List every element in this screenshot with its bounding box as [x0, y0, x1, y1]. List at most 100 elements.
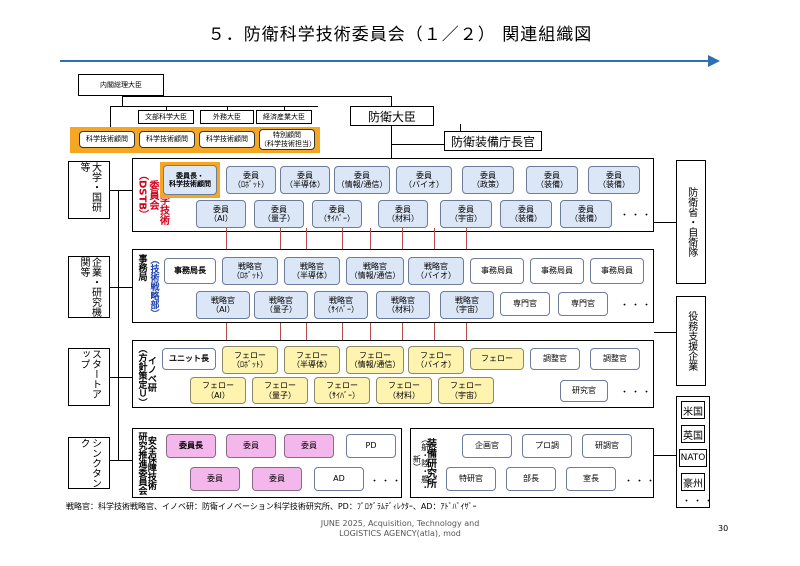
connector — [122, 96, 392, 97]
page-number: 30 — [718, 524, 729, 533]
security-chair: 委員長 — [166, 434, 216, 458]
specialist: 専門官 — [558, 292, 608, 316]
dstb-member: 委員 （情報/通信） — [334, 166, 390, 194]
research-coordinator: 研調官 — [582, 434, 632, 458]
dstb-member: 委員 （ｻｲﾊﾞｰ） — [312, 200, 362, 228]
minister-box: 外務大臣 — [200, 110, 254, 124]
unit-head: ユニット長 — [162, 348, 216, 370]
connector — [227, 106, 228, 110]
connector — [654, 332, 676, 333]
country-australia: 豪州 — [681, 473, 705, 491]
security-member: 委員 — [284, 434, 334, 458]
connector — [166, 106, 167, 110]
specialist: 専門官 — [500, 292, 550, 316]
program-coordinator: プロ調 — [522, 434, 572, 458]
connector — [118, 190, 119, 460]
agency-commissioner-box: 防衛装備庁長官 — [444, 131, 542, 151]
minister-box: 経済産業大臣 — [256, 110, 312, 124]
fellow: フェロー （ｻｲﾊﾞｰ） — [314, 377, 370, 404]
security-member: 委員 — [226, 434, 276, 458]
fellow: フェロー （情報/通信） — [346, 346, 404, 374]
innovation-more: ・・・ — [620, 388, 654, 398]
connector — [110, 287, 132, 288]
connector — [122, 96, 123, 106]
fellow: フェロー — [470, 348, 524, 370]
security-more: ・・・ — [370, 477, 404, 487]
connector — [110, 106, 318, 107]
dstb-member: 委員 （装備） — [560, 200, 612, 228]
fellow: フェロー （宇宙） — [438, 377, 494, 404]
dstb-member: 委員 （材料） — [378, 200, 428, 228]
left-label-thinktank: シンクタンク — [68, 437, 110, 489]
dstb-member: 委員 （バイオ） — [396, 166, 452, 194]
footnote: 戦略官：科学技術戦略官、イノベ研：防衛イノベーション科学技術研究所、PD：ﾌﾟﾛ… — [66, 502, 477, 511]
fellow: フェロー （量子） — [252, 377, 308, 404]
credit: JUNE 2025, Acquisition, Technology and L… — [320, 519, 480, 538]
strategist: 戦略官 （ｻｲﾊﾞｰ） — [314, 291, 368, 319]
country-us: 米国 — [681, 401, 705, 419]
security-member: 委員 — [190, 467, 240, 491]
innovation-label: イノベ研 （方針策定Ｕ） — [136, 344, 156, 407]
strategist: 戦略官 （ﾛﾎﾞｯﾄ） — [222, 257, 278, 285]
strategist: 戦略官 （量子） — [254, 291, 308, 319]
strategist: 戦略官 （バイオ） — [408, 257, 464, 285]
strategist: 戦略官 （情報/通信） — [346, 257, 404, 285]
connector — [654, 455, 676, 456]
advisor-box: 科学技術顧問 — [79, 131, 135, 148]
secretariat-staff: 事務局員 — [590, 258, 644, 284]
connector — [391, 96, 392, 106]
dstb-member: 委員 （半導体） — [280, 166, 330, 194]
advisor-special-box: 特別顧問 （科学技術担当） — [259, 129, 316, 150]
strategist: 戦略官 （宇宙） — [440, 291, 494, 319]
dstb-member: 委員 （AI） — [196, 200, 246, 228]
security-member: 委員 — [252, 467, 302, 491]
secretariat-label: 事務局 — [136, 254, 147, 281]
minister-box: 文部科学大臣 — [138, 110, 194, 124]
connector — [110, 377, 132, 378]
page-title: ５．防衛科学技術委員会（１／２） 関連組織図 — [207, 25, 593, 45]
strategist: 戦略官 （材料） — [376, 291, 430, 319]
connector — [110, 106, 111, 130]
section-head: 室長 — [566, 467, 616, 491]
dstb-member: 委員 （装備） — [526, 166, 578, 194]
fellow: フェロー （材料） — [376, 377, 432, 404]
left-label-startups: スタートアップ — [68, 348, 110, 406]
defense-minister-box: 防衛大臣 — [350, 106, 434, 126]
coordinator: 調整官 — [530, 348, 580, 370]
connector — [391, 124, 392, 160]
coordinator: 調整官 — [590, 348, 640, 370]
department-head: 部長 — [506, 467, 556, 491]
connector — [110, 190, 132, 191]
connector — [391, 144, 461, 145]
security-label: 安全保障技術 研究推進委員会 — [136, 431, 156, 495]
connector — [284, 106, 285, 110]
dstb-member: 委員 （政策） — [462, 166, 514, 194]
fellow: フェロー （バイオ） — [408, 346, 464, 374]
left-label-companies: 企業・研究機関等 — [68, 256, 110, 318]
planning-officer: 企画官 — [462, 434, 512, 458]
fellow: フェロー （半導体） — [284, 346, 340, 374]
researcher: 研究官 — [560, 380, 608, 402]
dstb-chair: 委員長・ 科学技術顧問 — [163, 165, 217, 195]
title-arrow-icon — [708, 55, 720, 67]
dstb-member: 委員 （量子） — [254, 200, 304, 228]
fellow: フェロー （AI） — [190, 377, 246, 404]
research-more: ・・・ — [624, 477, 658, 487]
title-rule — [60, 60, 712, 62]
right-label-sdf: 防衛省・自衛隊 — [676, 160, 706, 284]
pm-box: 内閣総理大臣 — [78, 74, 164, 96]
dstb-member: 委員 （装備） — [588, 166, 640, 194]
secretariat-staff: 事務局員 — [530, 258, 584, 284]
research-sub-label: （航・陸・艦・新） — [412, 435, 430, 491]
advisor: AD — [314, 467, 364, 491]
dstb-member: 委員 （宇宙） — [440, 200, 492, 228]
program-director: PD — [346, 434, 396, 458]
left-label-university: 大学・国研等 — [68, 161, 110, 219]
strategist: 戦略官 （半導体） — [284, 257, 340, 285]
secretariat-label-blue: （技術戦略部） — [148, 254, 159, 318]
dstb-member: 委員 （ﾛﾎﾞｯﾄ） — [226, 166, 276, 194]
dstb-more: ・・・ — [620, 211, 654, 221]
fellow: フェロー （ﾛﾎﾞｯﾄ） — [222, 346, 278, 374]
advisor-box: 科学技術顧問 — [139, 131, 195, 148]
countries-more: ・・・ — [682, 497, 716, 507]
